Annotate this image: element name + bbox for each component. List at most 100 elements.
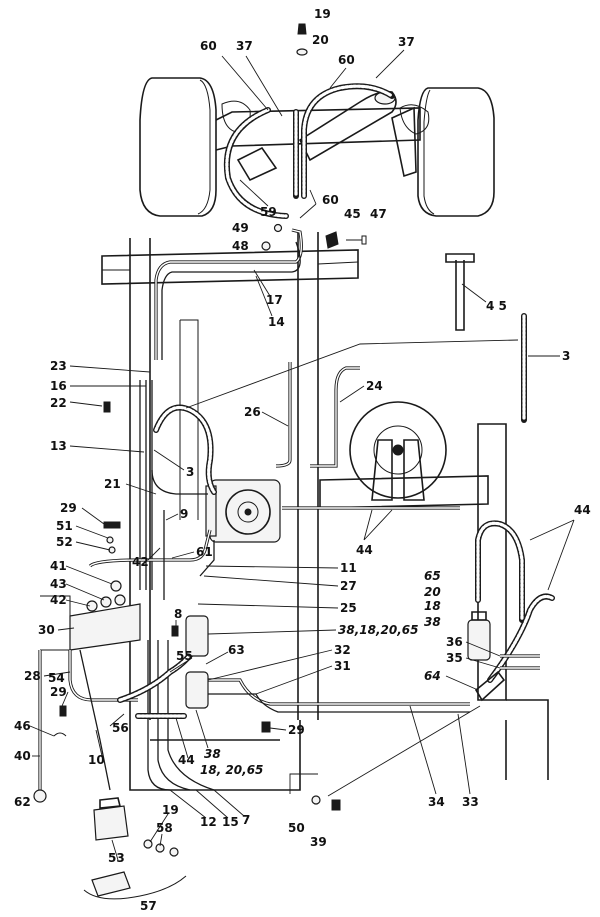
leader-60b	[329, 67, 347, 89]
callout-17: 17	[266, 293, 283, 307]
leader-59	[239, 179, 269, 207]
pipe-33-34-inner	[206, 679, 470, 705]
callout-22: 22	[50, 396, 67, 410]
leader-31	[255, 665, 333, 695]
leader-29b	[61, 691, 69, 707]
rear-wheel-left-inner	[197, 79, 211, 215]
callout-38-c: 38	[204, 747, 221, 761]
callout-31: 31	[334, 659, 351, 673]
rear-wheel-left	[139, 77, 217, 217]
callout-41: 41	[50, 559, 67, 573]
pipe-26	[275, 362, 292, 468]
valve-disc-inner	[237, 501, 259, 523]
cylinder-lower-2	[185, 671, 209, 709]
leader-27	[203, 575, 339, 587]
middle-pipes	[88, 362, 460, 600]
rear-wheel-right-inner	[423, 89, 435, 215]
lower-left-cluster	[33, 580, 215, 900]
cable-drum	[349, 401, 447, 501]
fitting-42b	[114, 594, 126, 606]
tube-45	[455, 260, 465, 331]
leader-60a	[221, 55, 269, 111]
washer-50	[311, 795, 321, 805]
nipple-22	[103, 401, 111, 413]
cylinder-38-cap	[471, 611, 487, 621]
callout-21: 21	[104, 477, 121, 491]
pipe-7	[167, 640, 215, 791]
callout-10: 10	[88, 753, 105, 767]
rear-wheel-right	[417, 87, 495, 217]
pipe-26-inner	[275, 362, 291, 467]
clip-45	[325, 231, 339, 249]
nipple-46	[53, 732, 67, 737]
callout-29-c: 29	[288, 723, 305, 737]
callout-28: 28	[24, 669, 41, 683]
leader-46	[29, 725, 55, 737]
callout-44-b: 44	[574, 503, 591, 517]
leader-60c	[299, 189, 317, 219]
hose-59	[223, 107, 289, 219]
callout-44-a: 44	[356, 543, 373, 557]
nipple-19-top	[297, 23, 307, 35]
leader-63	[205, 651, 229, 665]
servo-valve	[205, 479, 281, 543]
tube-45-head	[445, 253, 475, 263]
callout-labels: 19 20 60 37 37 60 59 60 45 47 49 48 17 1…	[14, 7, 591, 913]
leader-22	[69, 401, 103, 407]
leader-42a	[147, 547, 161, 561]
fitting-62	[33, 789, 47, 803]
callout-30: 30	[38, 623, 55, 637]
leader-34	[409, 705, 437, 795]
pipe-10	[79, 649, 111, 791]
callout-47: 47	[370, 207, 387, 221]
callout-7: 7	[242, 813, 250, 827]
leader-10	[95, 729, 103, 757]
leader-42b	[65, 599, 91, 607]
leader-26	[261, 411, 289, 427]
leader-44b	[529, 519, 575, 591]
callout-38-a: 38	[424, 615, 441, 629]
leader-56	[109, 713, 125, 727]
small-parts	[53, 23, 367, 811]
leader-12	[169, 789, 207, 819]
pipe-21	[151, 469, 208, 495]
leader-29c	[269, 727, 287, 731]
leader-36	[465, 641, 501, 657]
leader-11	[205, 565, 339, 569]
leader-55	[169, 657, 193, 673]
leader-29a	[81, 507, 105, 525]
leader-32	[207, 649, 333, 681]
callout-50: 50	[288, 821, 305, 835]
callout-57: 57	[140, 899, 157, 913]
callout-29-a: 29	[60, 501, 77, 515]
callout-58: 58	[156, 821, 173, 835]
leader-13	[69, 445, 145, 453]
leader-35	[465, 657, 501, 669]
leader-28	[43, 671, 71, 677]
leader-30	[57, 627, 75, 631]
rear-axle-assembly	[139, 77, 495, 217]
leader-17	[253, 269, 271, 297]
nipple-8	[171, 625, 179, 637]
leader-lines	[29, 49, 575, 861]
callout-60-b: 60	[338, 53, 355, 67]
axle-housing-right	[399, 104, 430, 135]
leader-41	[65, 565, 113, 585]
callout-60-c: 60	[322, 193, 339, 207]
callout-34: 34	[428, 795, 445, 809]
pipe-15	[157, 640, 191, 791]
cross-member-upper-shade	[102, 261, 359, 271]
callout-32: 32	[334, 643, 351, 657]
pipe-24-inner	[310, 367, 360, 467]
callout-24: 24	[366, 379, 383, 393]
center-tunnel	[179, 319, 199, 520]
callout-19-b: 19	[162, 803, 179, 817]
hose-44-right-shade	[476, 521, 524, 622]
callout-44-c: 44	[178, 753, 195, 767]
callout-15: 15	[222, 815, 239, 829]
callout-11: 11	[340, 561, 357, 575]
callout-51: 51	[56, 519, 73, 533]
callout-63: 63	[228, 643, 245, 657]
callout-53: 53	[108, 851, 125, 865]
